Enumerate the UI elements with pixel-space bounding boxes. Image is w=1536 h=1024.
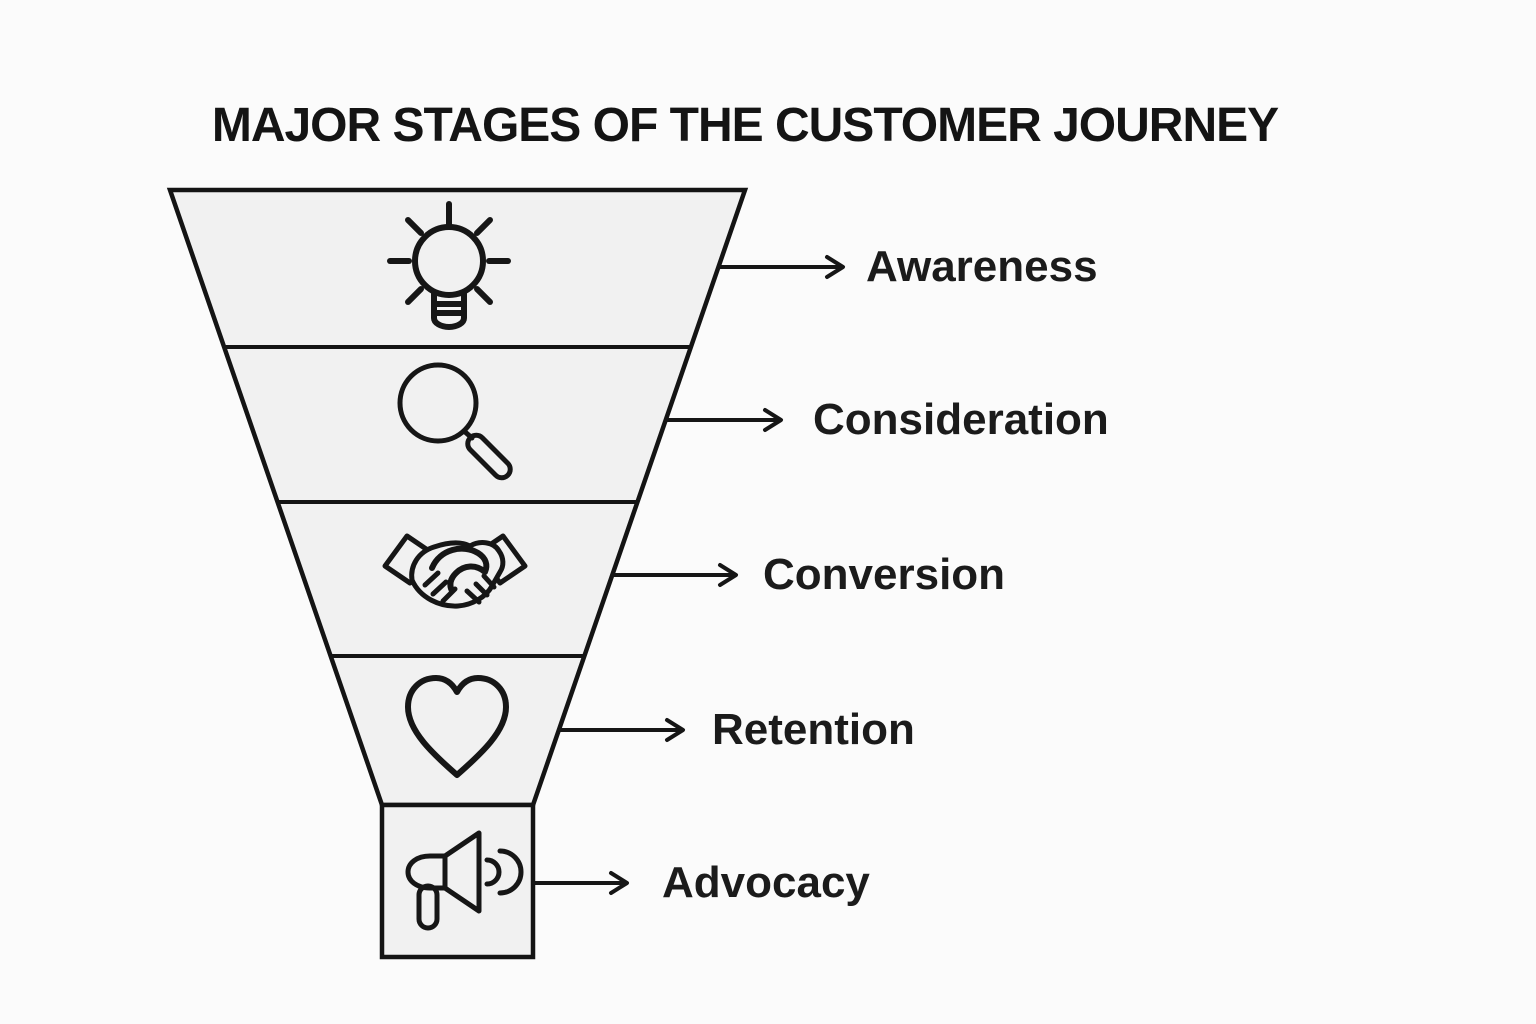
megaphone-icon: [405, 830, 524, 931]
funnel-body: [166, 187, 749, 808]
stage-label-conversion: Conversion: [763, 550, 1006, 599]
arrow-retention: [558, 718, 685, 742]
handshake-icon: [382, 533, 528, 609]
page-title: MAJOR STAGES OF THE CUSTOMER JOURNEY: [211, 99, 1279, 152]
lightbulb-icon: [387, 201, 511, 330]
arrow-advocacy: [532, 871, 629, 895]
heart-icon: [405, 675, 509, 778]
arrow-awareness: [717, 255, 845, 279]
stage-label-awareness: Awareness: [866, 242, 1098, 291]
stage-label-advocacy: Advocacy: [662, 858, 870, 907]
arrow-conversion: [611, 563, 738, 587]
arrow-consideration: [664, 408, 783, 432]
search-icon: [397, 362, 513, 481]
stage-label-retention: Retention: [712, 705, 915, 754]
funnel-spout: [379, 802, 536, 960]
stage-label-consideration: Consideration: [813, 395, 1109, 444]
